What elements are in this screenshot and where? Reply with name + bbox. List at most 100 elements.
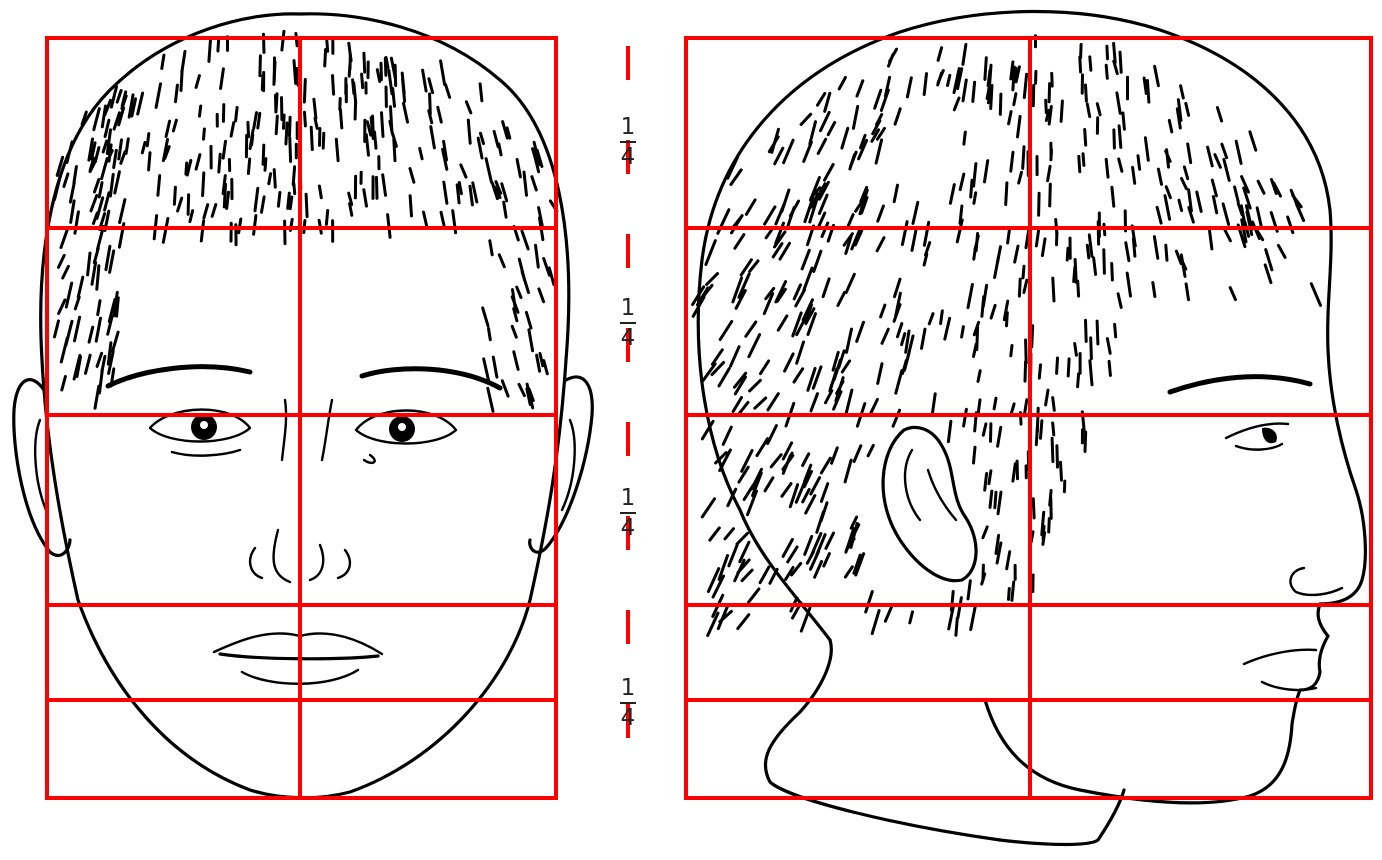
hair-stroke bbox=[315, 118, 317, 128]
hair-stroke bbox=[1041, 421, 1042, 438]
hair-stroke bbox=[877, 238, 884, 251]
hair-stroke bbox=[1158, 169, 1161, 184]
hair-stroke bbox=[951, 592, 953, 611]
hair-stroke bbox=[907, 78, 911, 97]
hair-stroke bbox=[149, 153, 150, 170]
hair-stroke bbox=[964, 132, 965, 144]
hair-stroke bbox=[200, 106, 201, 116]
hair-stroke bbox=[1114, 43, 1116, 62]
hair-stroke bbox=[1186, 284, 1188, 300]
hair-stroke bbox=[964, 409, 967, 426]
hair-stroke bbox=[88, 253, 90, 275]
hair-stroke bbox=[1078, 281, 1079, 296]
hair-stroke bbox=[353, 80, 354, 94]
hair-stroke bbox=[818, 93, 825, 105]
hair-stroke bbox=[70, 183, 74, 203]
hair-stroke bbox=[1061, 462, 1062, 480]
hair-stroke bbox=[784, 140, 794, 163]
hair-stroke bbox=[502, 184, 507, 201]
hair-stroke bbox=[115, 172, 120, 193]
hair-stroke bbox=[998, 247, 1001, 262]
hair-stroke bbox=[539, 289, 544, 302]
hair-stroke bbox=[1006, 183, 1007, 205]
hair-stroke bbox=[258, 113, 260, 128]
hair-stroke bbox=[402, 73, 404, 93]
hair-stroke bbox=[162, 55, 164, 68]
hair-stroke bbox=[733, 398, 741, 412]
hair-stroke bbox=[882, 329, 888, 343]
hair-stroke bbox=[871, 399, 878, 413]
hair-stroke bbox=[499, 255, 504, 267]
hair-stroke bbox=[333, 76, 334, 95]
hair-stroke bbox=[262, 197, 265, 212]
hair-stroke bbox=[100, 371, 103, 393]
hair-stroke bbox=[821, 112, 830, 130]
hair-stroke bbox=[142, 143, 145, 153]
hair-stroke bbox=[1197, 192, 1201, 212]
hair-stroke bbox=[857, 322, 864, 341]
hair-stroke bbox=[364, 190, 367, 207]
hair-stroke bbox=[1009, 112, 1012, 124]
hair-stroke bbox=[1184, 167, 1187, 179]
profile-nostril bbox=[1290, 568, 1342, 595]
hair-stroke bbox=[524, 172, 527, 195]
hair-stroke bbox=[91, 196, 97, 211]
hair-stroke bbox=[895, 109, 900, 124]
hair-stroke bbox=[1053, 423, 1054, 435]
hair-stroke bbox=[1057, 358, 1058, 373]
hair-stroke bbox=[75, 297, 79, 309]
hair-stroke bbox=[1181, 255, 1185, 277]
hair-stroke bbox=[737, 533, 748, 544]
hair-stroke bbox=[707, 274, 718, 285]
hair-stroke bbox=[94, 109, 100, 130]
hair-stroke bbox=[889, 54, 894, 66]
hair-stroke bbox=[293, 167, 294, 185]
hair-stroke bbox=[826, 533, 834, 548]
hair-stroke bbox=[326, 211, 327, 225]
hair-stroke bbox=[1166, 187, 1170, 198]
hair-stroke bbox=[486, 159, 491, 182]
hair-stroke bbox=[1278, 245, 1285, 257]
hair-stroke bbox=[846, 390, 852, 413]
hair-stroke bbox=[55, 321, 59, 337]
hair-stroke bbox=[178, 198, 182, 211]
hair-stroke bbox=[1167, 150, 1169, 167]
hair-stroke bbox=[260, 56, 261, 76]
hair-stroke bbox=[1157, 207, 1161, 223]
hair-stroke bbox=[985, 161, 988, 182]
hair-stroke bbox=[519, 384, 524, 395]
hair-stroke bbox=[290, 117, 291, 136]
hair-stroke bbox=[1011, 152, 1013, 171]
hair-stroke bbox=[929, 314, 933, 324]
hair-stroke bbox=[1165, 196, 1170, 220]
hair-stroke bbox=[826, 391, 832, 403]
hair-stroke bbox=[459, 183, 461, 194]
hair-stroke bbox=[853, 106, 857, 128]
hair-stroke bbox=[218, 40, 219, 51]
hair-stroke bbox=[89, 327, 93, 342]
hair-stroke bbox=[95, 180, 99, 192]
hair-stroke bbox=[62, 377, 66, 391]
front-left-eyebrow bbox=[108, 367, 250, 386]
hair-stroke bbox=[461, 165, 466, 177]
hair-stroke bbox=[893, 410, 900, 426]
hair-stroke bbox=[102, 356, 105, 371]
hair-stroke bbox=[902, 222, 907, 245]
hair-stroke bbox=[389, 70, 392, 94]
hair-stroke bbox=[96, 318, 100, 341]
hair-stroke bbox=[1120, 52, 1121, 72]
hair-stroke bbox=[1097, 104, 1100, 115]
hair-stroke bbox=[1090, 57, 1091, 70]
hair-stroke bbox=[377, 177, 378, 198]
hair-stroke bbox=[760, 567, 769, 583]
hair-stroke bbox=[120, 200, 125, 223]
hair-stroke bbox=[719, 369, 729, 386]
hair-stroke bbox=[383, 175, 386, 196]
hair-stroke bbox=[263, 145, 264, 164]
hair-stroke bbox=[938, 73, 942, 85]
hair-stroke bbox=[1049, 107, 1051, 125]
hair-stroke bbox=[742, 570, 752, 581]
hair-stroke bbox=[483, 308, 488, 326]
hair-stroke bbox=[968, 285, 972, 308]
